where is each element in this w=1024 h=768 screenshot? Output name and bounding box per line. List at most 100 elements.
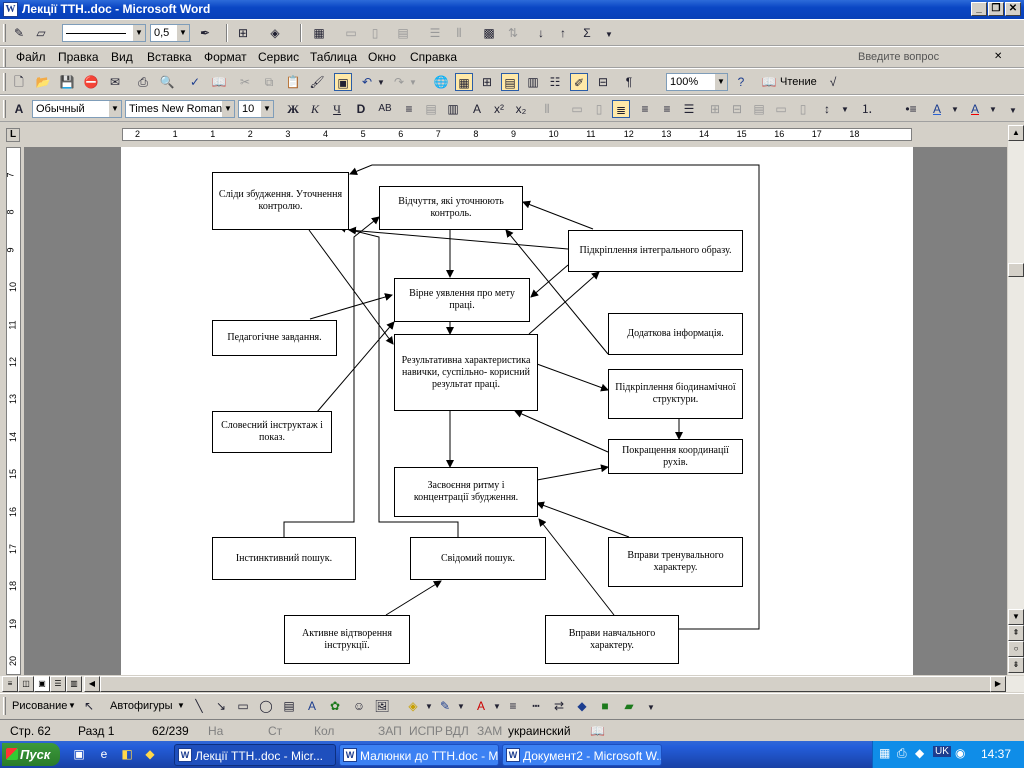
horizontal-scroll-thumb[interactable] — [100, 676, 1000, 692]
diagram-box-verbal-instruction[interactable]: Словесний інструктаж і показ. — [212, 411, 332, 453]
tray-network-icon[interactable]: ▦ — [879, 746, 891, 760]
shadow-style-icon[interactable]: ◆ — [577, 699, 587, 713]
permission-icon[interactable]: ⛔ — [83, 75, 99, 89]
dash-style-icon[interactable]: ┅ — [532, 699, 540, 713]
highlight-color-icon[interactable]: A — [932, 102, 941, 116]
autoshapes-menu[interactable]: Автофигуры — [110, 700, 173, 712]
insert-picture-icon[interactable]: 🖼 — [374, 699, 390, 713]
print-preview-icon[interactable]: 🔍 — [159, 75, 175, 89]
diagram-box-training-exercises[interactable]: Вправи тренувального характеру. — [608, 537, 743, 587]
font-color-draw-icon[interactable]: A — [476, 699, 485, 713]
columns-icon[interactable]: ▥ — [527, 75, 539, 89]
diagram-box-conscious-search[interactable]: Свідомий пошук. — [410, 537, 546, 580]
wordart-icon[interactable]: A — [307, 699, 316, 713]
read-mode-label[interactable]: Чтение — [780, 76, 817, 88]
3d-style-icon[interactable]: ■ — [601, 699, 609, 713]
double-underline-icon[interactable]: D — [356, 102, 366, 116]
style-select[interactable]: Обычный▼ — [32, 100, 122, 118]
tab-selector[interactable]: L — [6, 128, 20, 142]
insert-table-std-icon[interactable]: ⊞ — [481, 75, 493, 89]
font-color-dropdown-icon[interactable]: ▼ — [989, 105, 997, 114]
align-left-icon[interactable]: ≣ — [612, 100, 630, 118]
line-spacing-icon[interactable]: ↕ — [824, 102, 830, 116]
print-icon[interactable]: ⎙ — [138, 75, 148, 89]
diagram-box-pedagogical-task[interactable]: Педагогічне завдання. — [212, 320, 337, 356]
tray-speaker-icon[interactable]: ◉ — [955, 746, 966, 760]
align-right-icon[interactable]: ≡ — [663, 102, 671, 116]
menu-file[interactable]: Файл — [16, 50, 46, 64]
help-icon[interactable]: ? — [737, 75, 745, 89]
diagram-box-integral-image[interactable]: Підкріплення інтегрального образу. — [568, 230, 743, 272]
font-color-icon[interactable]: A — [970, 102, 979, 116]
menu-window[interactable]: Окно — [368, 50, 396, 64]
line-style-icon[interactable]: ≡ — [509, 699, 517, 713]
diagram-box-coordination[interactable]: Покращення координації рухів. — [608, 439, 743, 474]
superscript-icon[interactable]: x² — [494, 102, 504, 116]
draw-table-icon[interactable]: ✎ — [13, 26, 25, 40]
toolbar-grip[interactable] — [3, 24, 6, 42]
scroll-thumb[interactable] — [1008, 263, 1024, 277]
document-page[interactable]: Сліди збудження. Уточнення контролю. Від… — [121, 147, 913, 675]
drawing-menu[interactable]: Рисование — [12, 700, 68, 712]
diagram-box-instinctive-search[interactable]: Інстинктивний пошук. — [212, 537, 356, 580]
columns-layout-icon[interactable]: ☷ — [549, 75, 561, 89]
diagram-box-biodynamic[interactable]: Підкріплення біодинамічної структури. — [608, 369, 743, 419]
status-track-changes[interactable]: ИСПР — [409, 724, 443, 738]
print-layout-icon[interactable]: ▣ — [34, 676, 50, 692]
spelling-icon[interactable]: ✓ — [189, 75, 201, 89]
3d-settings-icon[interactable]: ▰ — [624, 699, 634, 713]
borders-icon[interactable]: ⊞ — [237, 26, 249, 40]
open-folder-icon[interactable]: 📂 — [35, 75, 51, 89]
show-gridlines-icon[interactable]: ▣ — [334, 73, 352, 91]
new-document-icon[interactable]: 🗋 — [14, 75, 24, 89]
toolbar-grip[interactable] — [3, 73, 6, 91]
diagram-box-active-reproduction[interactable]: Активне відтворення інструкції. — [284, 615, 410, 664]
normal-view-icon[interactable]: ≡ — [2, 676, 18, 692]
document-map-icon[interactable]: ⊟ — [597, 75, 609, 89]
line-style-select[interactable]: ▼ — [62, 24, 146, 42]
tables-borders-toggle-icon[interactable]: ▦ — [455, 73, 473, 91]
select-objects-icon[interactable]: ↖ — [83, 699, 95, 713]
line-weight-select[interactable]: 0,5▼ — [150, 24, 190, 42]
clipart-icon[interactable]: ☺ — [352, 699, 366, 713]
menu-format[interactable]: Формат — [204, 50, 247, 64]
shading-color-icon[interactable]: ◈ — [270, 26, 280, 40]
arrow-style-icon[interactable]: ⇄ — [553, 699, 565, 713]
border-color-icon[interactable]: ✒ — [199, 26, 211, 40]
help-question-box[interactable]: Введите вопрос — [858, 51, 940, 63]
menu-table[interactable]: Таблица — [310, 50, 358, 64]
toolbar-options-icon[interactable]: ▼ — [1009, 106, 1017, 115]
close-document-icon[interactable]: ✕ — [994, 51, 1003, 62]
autoshapes-arrow-icon[interactable]: ▼ — [177, 701, 185, 710]
word-app-icon[interactable]: W — [3, 2, 18, 17]
status-record[interactable]: ЗАП — [378, 724, 402, 738]
previous-page-icon[interactable]: ⇞ — [1008, 625, 1024, 641]
line-color-icon[interactable]: ✎ — [439, 699, 451, 713]
line-spacing-dropdown-icon[interactable]: ▼ — [841, 105, 849, 114]
read-mode-icon[interactable]: 📖 — [761, 75, 777, 89]
diagram-box-skill-result[interactable]: Результативна характеристика навички, су… — [394, 334, 538, 411]
arrow-tool-icon[interactable]: ↘ — [215, 699, 227, 713]
tray-printer-icon[interactable]: ⎙ — [897, 746, 907, 760]
insert-excel-icon[interactable]: ▤ — [501, 73, 519, 91]
outline-view-icon[interactable]: ☰ — [50, 676, 66, 692]
styles-icon[interactable]: A — [14, 102, 24, 116]
email-icon[interactable]: ✉ — [109, 75, 121, 89]
menu-edit[interactable]: Правка — [58, 50, 99, 64]
toolbar-options-icon[interactable]: ▼ — [647, 703, 655, 712]
taskbar-button-drawings[interactable]: W Малюнки до ТТН.doc - M... — [339, 744, 499, 766]
font-select[interactable]: Times New Roman▼ — [125, 100, 235, 118]
toolbar-options-icon[interactable]: ▼ — [605, 30, 613, 39]
sort-ascending-icon[interactable]: ↓ — [538, 26, 544, 40]
drawing-menu-arrow-icon[interactable]: ▼ — [68, 701, 76, 710]
scroll-left-icon[interactable]: ◀ — [84, 676, 100, 692]
status-language[interactable]: украинский — [508, 724, 571, 738]
numbering-icon[interactable]: ⒈ — [860, 102, 873, 116]
line-tool-icon[interactable]: ╲ — [195, 699, 203, 713]
eraser-icon[interactable]: ▱ — [36, 26, 46, 40]
text-effects-icon[interactable]: A — [472, 102, 481, 116]
spelling-status-icon[interactable]: 📖 — [590, 724, 605, 738]
character-spacing-icon[interactable]: ≡ — [405, 102, 413, 116]
quicklaunch-folder-icon[interactable]: ◆ — [145, 747, 155, 761]
